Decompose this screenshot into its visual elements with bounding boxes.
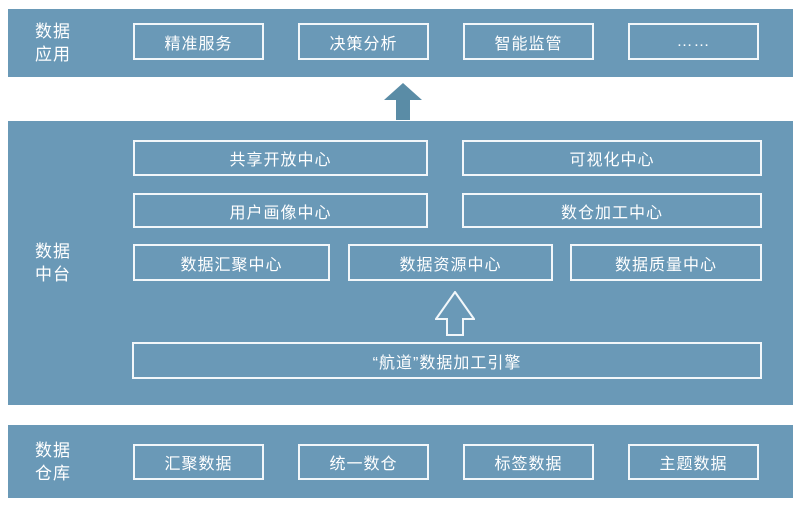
platform-box-user-profile-center: 用户画像中心	[133, 193, 428, 228]
platform-box-sharing-open-center: 共享开放中心	[133, 140, 428, 176]
warehouse-box-tag-data: 标签数据	[463, 444, 594, 480]
warehouse-box-aggregated-data: 汇聚数据	[133, 444, 264, 480]
platform-box-visualization-center: 可视化中心	[462, 140, 762, 176]
platform-engine-bar: “航道”数据加工引擎	[132, 342, 762, 379]
platform-box-data-quality-center: 数据质量中心	[570, 244, 762, 281]
warehouse-box-theme-data: 主题数据	[628, 444, 759, 480]
layer-label-line: 应用	[35, 45, 71, 64]
layer-data-application: 数据 应用 精准服务 决策分析 智能监管 ……	[8, 9, 793, 77]
app-box-precise-service: 精准服务	[133, 23, 264, 60]
layer-label-line: 仓库	[35, 463, 71, 483]
layer-label-data-warehouse: 数据 仓库	[35, 439, 71, 485]
layer-label-line: 数据	[35, 242, 71, 261]
solid-up-arrow-icon	[384, 83, 422, 120]
platform-box-data-aggregation-center: 数据汇聚中心	[133, 244, 330, 281]
layer-label-data-platform: 数据 中台	[35, 240, 71, 286]
layer-data-platform: 数据 中台 共享开放中心 可视化中心 用户画像中心 数仓加工中心 数据汇聚中心 …	[8, 121, 793, 405]
app-box-smart-supervision: 智能监管	[463, 23, 594, 60]
layer-data-warehouse: 数据 仓库 汇聚数据 统一数仓 标签数据 主题数据	[8, 425, 793, 498]
layer-label-data-application: 数据 应用	[35, 20, 71, 66]
layer-label-line: 数据	[35, 22, 71, 41]
outline-up-arrow-icon	[435, 291, 475, 336]
layer-label-line: 数据	[35, 440, 71, 460]
platform-box-data-resource-center: 数据资源中心	[348, 244, 553, 281]
platform-box-warehouse-processing-center: 数仓加工中心	[462, 193, 762, 228]
layer-label-line: 中台	[35, 265, 71, 284]
app-box-decision-analysis: 决策分析	[298, 23, 429, 60]
warehouse-box-unified-warehouse: 统一数仓	[298, 444, 429, 480]
app-box-ellipsis: ……	[628, 23, 759, 60]
